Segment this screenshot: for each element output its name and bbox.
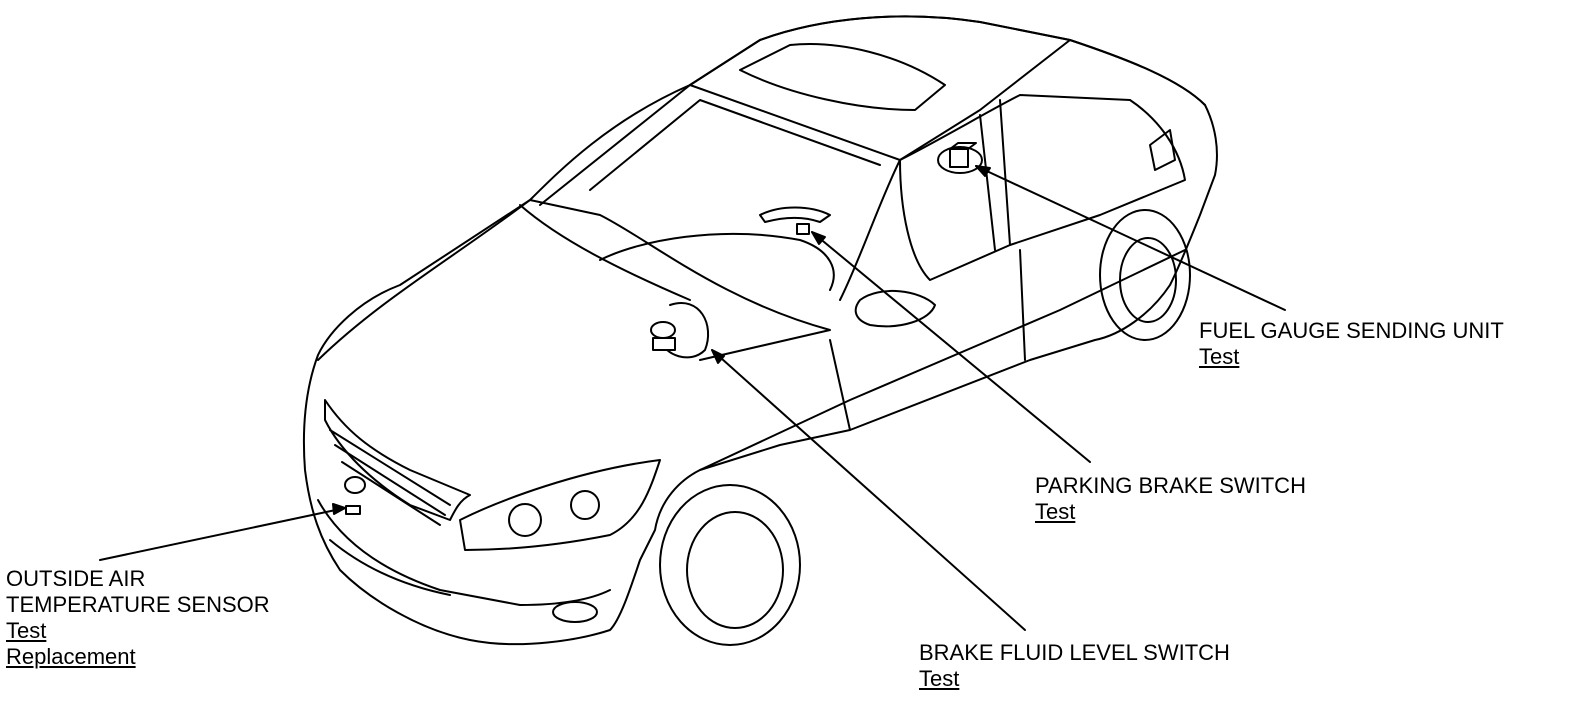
- fuel-gauge-sending-unit-label: FUEL GAUGE SENDING UNIT Test: [1199, 318, 1504, 370]
- parking-brake-switch-icon: [796, 223, 810, 235]
- parking-brake-switch-label: PARKING BRAKE SWITCH Test: [1035, 473, 1306, 525]
- fuel-gauge-title: FUEL GAUGE SENDING UNIT: [1199, 318, 1504, 343]
- parking-brake-test-link[interactable]: Test: [1035, 499, 1076, 524]
- brake-fluid-title: BRAKE FLUID LEVEL SWITCH: [919, 640, 1230, 665]
- fuel-gauge-sending-unit-icon: [937, 142, 983, 174]
- leader-line-parking-brake: [811, 231, 1091, 463]
- leader-line-brake-fluid: [711, 349, 1026, 631]
- brake-fluid-test-link[interactable]: Test: [919, 666, 960, 691]
- brake-fluid-level-switch-label: BRAKE FLUID LEVEL SWITCH Test: [919, 640, 1230, 692]
- outside-air-temperature-sensor-icon: [345, 505, 361, 515]
- outside-air-temperature-sensor-label: OUTSIDE AIR TEMPERATURE SENSOR Test Repl…: [6, 566, 270, 670]
- outside-air-test-link[interactable]: Test: [6, 618, 47, 643]
- outside-air-title-line1: OUTSIDE AIR: [6, 566, 146, 591]
- fuel-gauge-test-link[interactable]: Test: [1199, 344, 1240, 369]
- outside-air-replacement-link[interactable]: Replacement: [6, 644, 136, 669]
- leader-line-fuel-gauge: [975, 165, 1286, 311]
- brake-fluid-level-switch-icon: [650, 302, 710, 359]
- parking-brake-title: PARKING BRAKE SWITCH: [1035, 473, 1306, 498]
- car-body-outline: [302, 15, 1218, 646]
- outside-air-title-line2: TEMPERATURE SENSOR: [6, 592, 270, 617]
- leader-line-outside-air: [99, 503, 346, 561]
